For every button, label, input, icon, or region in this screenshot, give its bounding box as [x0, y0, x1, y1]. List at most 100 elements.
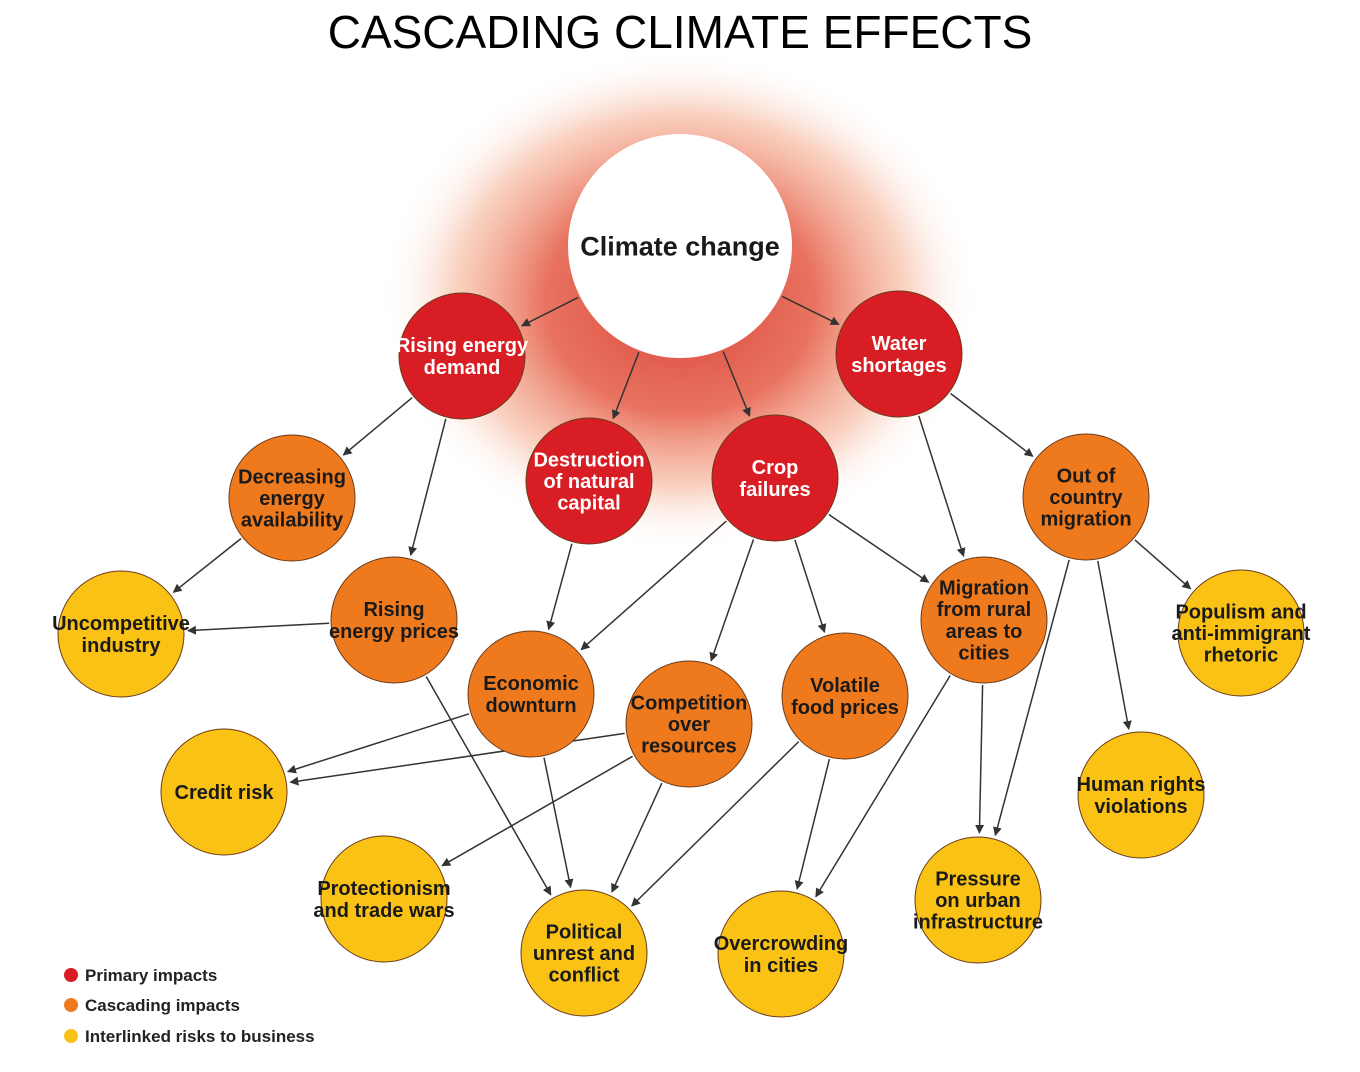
arrow-crop-to-rural-migration — [828, 513, 930, 583]
arrow-climate-to-water — [781, 295, 840, 326]
node-circle-uncompetitive — [57, 570, 185, 698]
arrow-energy-demand-to-energy-prices — [408, 418, 447, 556]
node-label-energy-avail-line-1: Decreasing — [238, 466, 346, 488]
page-title: CASCADING CLIMATE EFFECTS — [328, 6, 1033, 58]
node-label-human-rights-line-1: Human rights — [1077, 774, 1206, 796]
legend: Primary impacts Cascading impacts Interl… — [64, 966, 315, 1046]
arrow-econ-to-credit — [286, 713, 470, 774]
node-label-energy-demand-line-2: demand — [424, 357, 501, 379]
arrow-rural-migration-to-overcrowding — [815, 675, 951, 898]
node-label-competition-line-1: Competition — [631, 692, 748, 714]
node-circle-crop — [711, 414, 839, 542]
node-label-crop-line-2: failures — [739, 479, 810, 501]
node-label-overcrowding-line-2: in cities — [744, 955, 818, 977]
node-circle-competition — [625, 660, 753, 788]
arrow-energy-avail-to-uncompetitive — [172, 537, 242, 593]
node-circle-populism — [1177, 569, 1305, 697]
arrow-climate-to-energy-demand — [520, 296, 579, 327]
node-label-uncompetitive-line-2: industry — [82, 635, 162, 657]
node-circle-rural-migration — [920, 556, 1048, 684]
node-label-urban-line-3: infrastructure — [913, 912, 1043, 934]
node-label-natural-capital-line-2: of natural — [543, 471, 634, 493]
arrow-rural-migration-to-urban — [975, 684, 985, 834]
arrow-country-migration-to-urban — [993, 559, 1070, 837]
arrow-crop-to-econ — [580, 520, 727, 651]
node-label-unrest-line-1: Political — [546, 921, 623, 943]
node-label-food-prices-line-2: food prices — [791, 697, 899, 719]
legend-item-primary: Primary impacts — [64, 966, 217, 985]
node-credit: Credit risk — [160, 728, 288, 856]
node-circle-overcrowding — [717, 890, 845, 1018]
arrow-climate-to-natural-capital — [611, 352, 640, 420]
arrow-competition-to-unrest — [611, 782, 663, 893]
node-circle-climate — [568, 134, 792, 358]
node-label-rural-migration-line-2: from rural — [937, 599, 1031, 621]
node-label-rural-migration-line-3: areas to — [946, 621, 1023, 643]
node-label-competition-line-3: resources — [641, 736, 737, 758]
node-label-natural-capital-line-3: capital — [557, 493, 620, 515]
node-label-overcrowding-line-1: Overcrowding — [714, 933, 848, 955]
arrow-climate-to-crop — [722, 351, 751, 417]
legend-item-risk: Interlinked risks to business — [64, 1027, 315, 1046]
arrow-crop-to-food-prices — [794, 539, 827, 634]
node-label-energy-demand-line-1: Rising energy — [396, 335, 529, 357]
arrow-water-to-country-migration — [950, 392, 1034, 457]
node-label-urban-line-1: Pressure — [935, 868, 1021, 890]
node-climate: Climate change — [568, 134, 792, 358]
node-circle-protectionism — [320, 835, 448, 963]
legend-item-cascading: Cascading impacts — [64, 996, 240, 1015]
node-label-crop-line-1: Crop — [752, 457, 799, 479]
node-label-food-prices-line-1: Volatile — [810, 675, 880, 697]
arrow-competition-to-protectionism — [441, 755, 633, 867]
node-label-human-rights-line-2: violations — [1094, 796, 1187, 818]
legend-swatch-cascading — [64, 998, 78, 1012]
node-circle-water — [835, 290, 963, 418]
node-label-water-line-1: Water — [872, 333, 927, 355]
arrow-food-prices-to-overcrowding — [794, 758, 831, 890]
node-label-country-migration-line-1: Out of — [1057, 465, 1116, 487]
node-label-climate-line-1: Climate change — [580, 231, 780, 261]
node-label-urban-line-2: on urban — [935, 890, 1021, 912]
legend-label-cascading: Cascading impacts — [85, 996, 240, 1015]
node-label-rural-migration-line-4: cities — [958, 642, 1009, 664]
node-circle-econ — [467, 630, 595, 758]
arrow-energy-prices-to-unrest — [425, 676, 552, 896]
legend-label-risk: Interlinked risks to business — [85, 1027, 315, 1046]
node-circle-energy-avail — [228, 434, 356, 562]
node-circle-food-prices — [781, 632, 909, 760]
node-circle-natural-capital — [525, 417, 653, 545]
arrow-water-to-rural-migration — [918, 415, 966, 558]
node-label-natural-capital-line-1: Destruction — [533, 449, 644, 471]
arrow-crop-to-competition — [709, 539, 755, 662]
node-label-energy-prices-line-1: Rising — [363, 599, 424, 621]
node-label-econ-line-2: downturn — [485, 695, 576, 717]
node-label-country-migration-line-3: migration — [1040, 509, 1131, 531]
node-label-populism-line-3: rhetoric — [1204, 645, 1278, 667]
arrow-econ-to-unrest — [543, 757, 574, 889]
edges-layer — [172, 295, 1192, 907]
node-label-competition-line-2: over — [668, 714, 710, 736]
arrow-energy-demand-to-energy-avail — [342, 397, 413, 456]
legend-swatch-primary — [64, 968, 78, 982]
node-circle-unrest — [520, 889, 648, 1017]
node-label-protectionism-line-1: Protectionism — [317, 878, 450, 900]
node-label-credit-line-1: Credit risk — [175, 782, 275, 804]
node-label-energy-avail-line-2: energy — [259, 488, 325, 510]
legend-swatch-risk — [64, 1029, 78, 1043]
node-label-water-line-2: shortages — [851, 355, 947, 377]
